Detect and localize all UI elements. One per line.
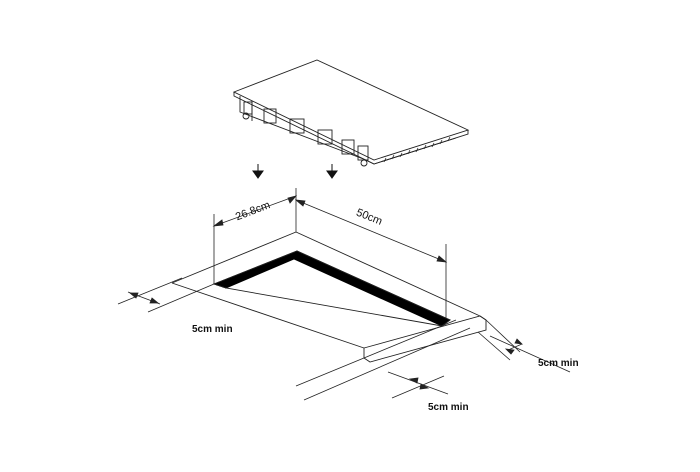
depth-dimension-line bbox=[213, 195, 297, 227]
down-arrow-icon bbox=[326, 164, 338, 179]
clearance-dimension-lines bbox=[117, 277, 571, 401]
depth-label: 26.8cm bbox=[234, 199, 272, 223]
worktop bbox=[171, 231, 487, 363]
worktop-thickness bbox=[363, 315, 487, 363]
worktop-back-edge bbox=[171, 231, 297, 284]
cutout-dimension-labels: 26.8cm 50cm bbox=[234, 199, 384, 228]
left-clearance-label: 5cm min bbox=[192, 324, 233, 335]
cutout-dimension-lines bbox=[212, 188, 448, 318]
cutout-black-edge bbox=[212, 250, 451, 327]
hob-vents bbox=[242, 101, 369, 167]
hob-body bbox=[239, 96, 375, 165]
hob-appliance bbox=[232, 59, 470, 167]
hob-side-vents bbox=[383, 136, 451, 163]
worktop-front-edge bbox=[171, 282, 365, 349]
worktop-right-edge bbox=[295, 231, 481, 317]
clearance-labels: 5cm min 5cm min 5cm min bbox=[192, 324, 579, 413]
width-label: 50cm bbox=[354, 207, 383, 228]
right-clearance-label: 5cm min bbox=[538, 358, 579, 369]
cutout-opening bbox=[212, 250, 451, 327]
width-dimension-line bbox=[295, 199, 447, 263]
placement-arrows bbox=[252, 164, 338, 179]
down-arrow-icon bbox=[252, 164, 264, 179]
front-clearance-label: 5cm min bbox=[428, 402, 469, 413]
